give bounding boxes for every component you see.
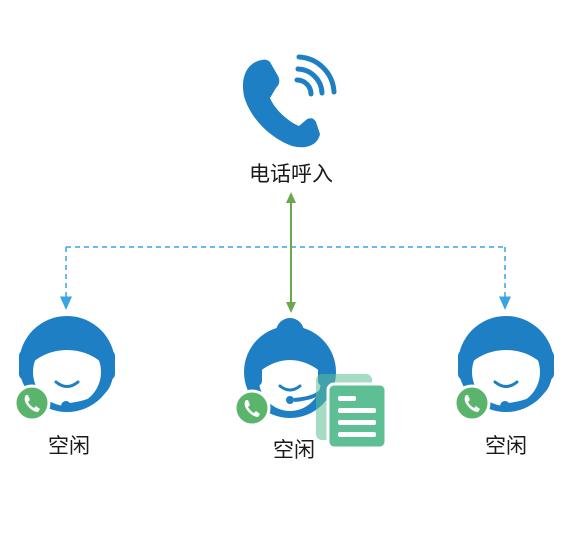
incoming-call-label: 电话呼入	[249, 162, 333, 186]
agent-left	[13, 316, 115, 422]
agent-center-status: 空闲	[273, 438, 315, 462]
phone-ringing-icon	[242, 54, 337, 148]
phone-badge-icon	[453, 384, 491, 422]
phone-badge-icon	[13, 384, 51, 422]
document-list-icon	[316, 374, 388, 450]
phone-badge-icon	[233, 389, 271, 427]
dashed-distribution-lines	[60, 246, 511, 310]
agent-center	[233, 318, 388, 450]
agent-right	[453, 316, 554, 422]
agent-female-headset-icon	[244, 318, 336, 418]
active-connection-arrow	[286, 192, 296, 313]
agent-left-status: 空闲	[48, 434, 90, 458]
agent-headset-icon	[19, 316, 115, 412]
agent-right-status: 空闲	[485, 434, 527, 458]
